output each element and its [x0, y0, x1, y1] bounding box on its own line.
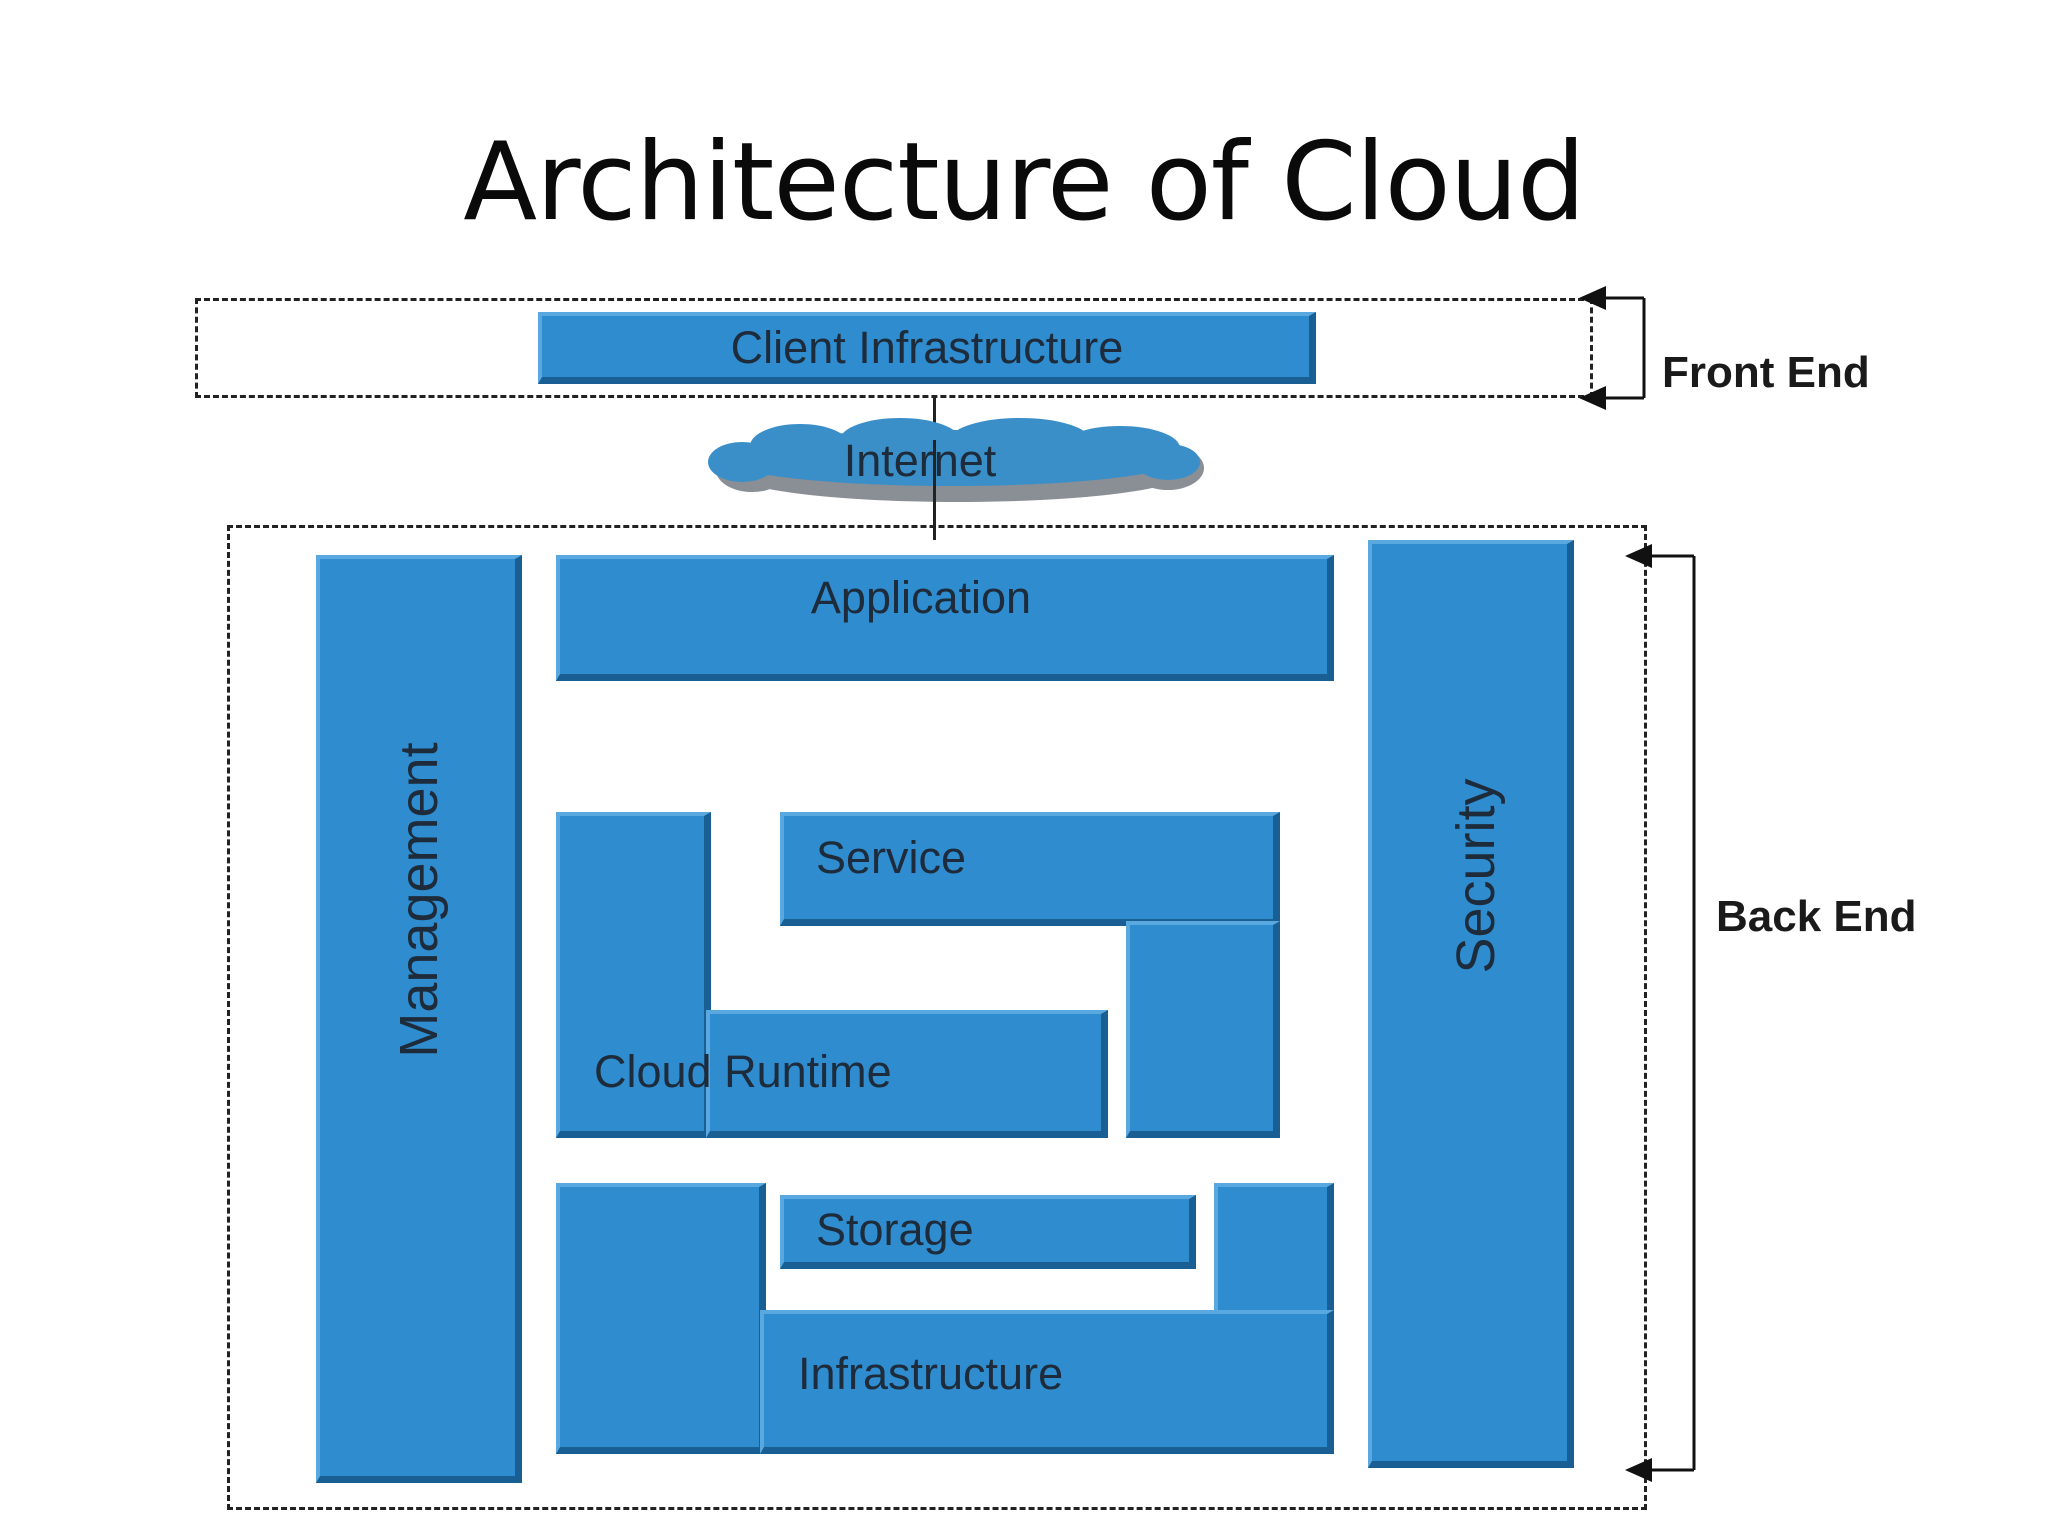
back-end-label: Back End — [1716, 892, 1917, 941]
security-block — [1368, 540, 1574, 1468]
internet-label: Internet — [843, 435, 997, 486]
back-end-bracket — [1625, 544, 1696, 1482]
service-block — [780, 812, 1280, 926]
page-title: Architecture of Cloud — [463, 120, 1585, 245]
application-block — [556, 555, 1334, 681]
cloud-icon — [708, 418, 1204, 502]
management-block — [316, 555, 522, 1483]
front-end-bracket — [1579, 286, 1646, 410]
front-end-boundary — [195, 298, 1593, 398]
storage-label: Storage — [816, 1204, 974, 1255]
front-end-label: Front End — [1662, 348, 1870, 397]
client-infrastructure-block — [538, 312, 1316, 384]
infrastructure-block — [760, 1310, 1334, 1454]
cloud-runtime-label: Cloud Runtime — [594, 1046, 892, 1097]
infrastructure-label: Infrastructure — [798, 1348, 1064, 1399]
runtime-left-pillar — [556, 812, 711, 1138]
service-label: Service — [816, 832, 967, 883]
application-label: Application — [810, 572, 1032, 623]
storage-block — [780, 1195, 1196, 1269]
back-end-boundary — [227, 525, 1647, 1510]
infrastructure-left-pillar — [556, 1183, 766, 1454]
connector-line-front — [933, 440, 936, 540]
service-right-pillar — [1126, 921, 1280, 1138]
client-infrastructure-label: Client Infrastructure — [730, 322, 1124, 373]
cloud-runtime-block — [706, 1010, 1108, 1138]
